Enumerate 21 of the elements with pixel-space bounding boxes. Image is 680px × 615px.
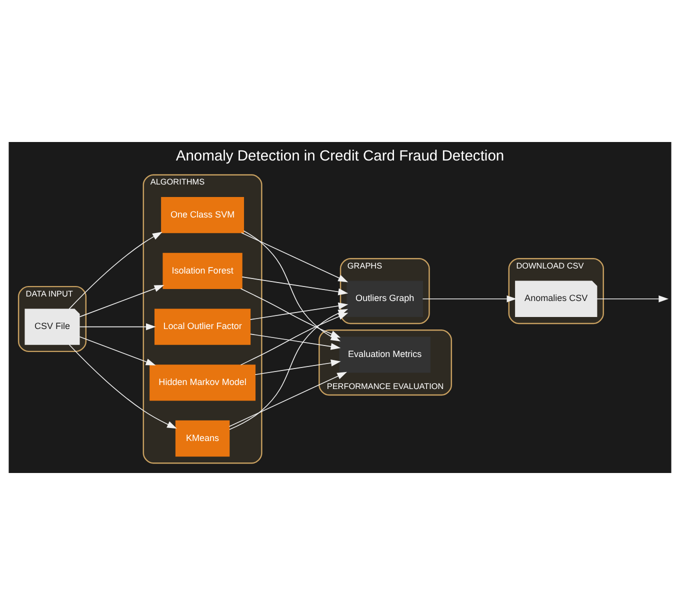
node-box: Hidden Markov Model [150, 364, 256, 401]
arrow [422, 295, 517, 302]
arrow [596, 295, 669, 302]
arrow [240, 288, 341, 338]
arrow [240, 312, 348, 366]
node-box: Outliers Graph [346, 280, 424, 317]
node-box: KMeans [175, 420, 230, 457]
arrow [242, 276, 348, 296]
arrow [241, 232, 348, 282]
node-box: Evaluation Metrics [339, 336, 430, 373]
arrow [254, 360, 341, 376]
arrow [68, 344, 177, 429]
node-box: Isolation Forest [162, 252, 242, 290]
arrow [79, 323, 156, 330]
arrow [79, 336, 156, 366]
diagram-title: Anomaly Detection in Credit Card Fraud Detection [176, 148, 504, 164]
node-box: Local Outlier Factor [154, 308, 251, 345]
arrow [228, 372, 348, 427]
node-box: One Class SVM [161, 197, 244, 234]
arrow [68, 232, 162, 310]
arrow [79, 285, 164, 318]
